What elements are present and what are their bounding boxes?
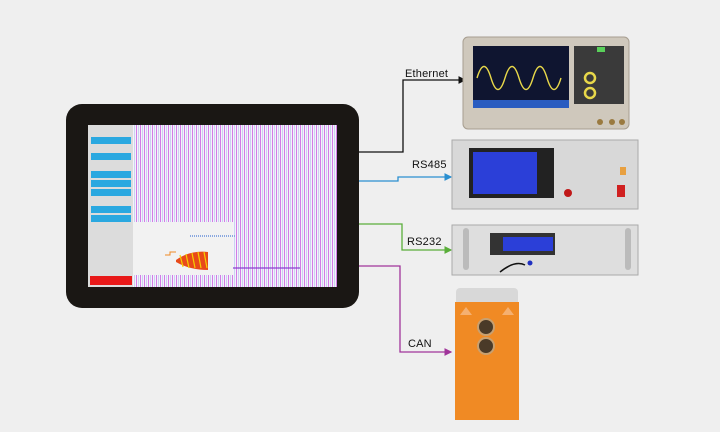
can-line [359, 265, 453, 356]
rs232-line [359, 223, 453, 254]
tablet-button [91, 171, 131, 178]
can-module [455, 288, 519, 420]
tablet-button [91, 153, 131, 160]
ethernet-line [359, 76, 467, 153]
rs485-line [359, 173, 453, 182]
rs485-instrument [451, 139, 639, 210]
can-label: CAN [408, 338, 432, 350]
ethernet-label: Ethernet [405, 68, 449, 80]
tablet-plot [133, 222, 233, 275]
tablet-button [91, 215, 131, 222]
oscilloscope-waveform [476, 65, 562, 91]
tablet-button [91, 206, 131, 213]
tablet-stop-button [90, 276, 132, 285]
tablet-button [91, 189, 131, 196]
rs232-instrument [451, 224, 639, 276]
rs232-label: RS232 [407, 236, 442, 248]
oscilloscope [462, 36, 630, 130]
control-tablet [66, 104, 359, 308]
tablet-button [91, 137, 131, 144]
tablet-waveform [176, 251, 208, 270]
rs485-label: RS485 [412, 159, 447, 171]
tablet-button [91, 180, 131, 187]
